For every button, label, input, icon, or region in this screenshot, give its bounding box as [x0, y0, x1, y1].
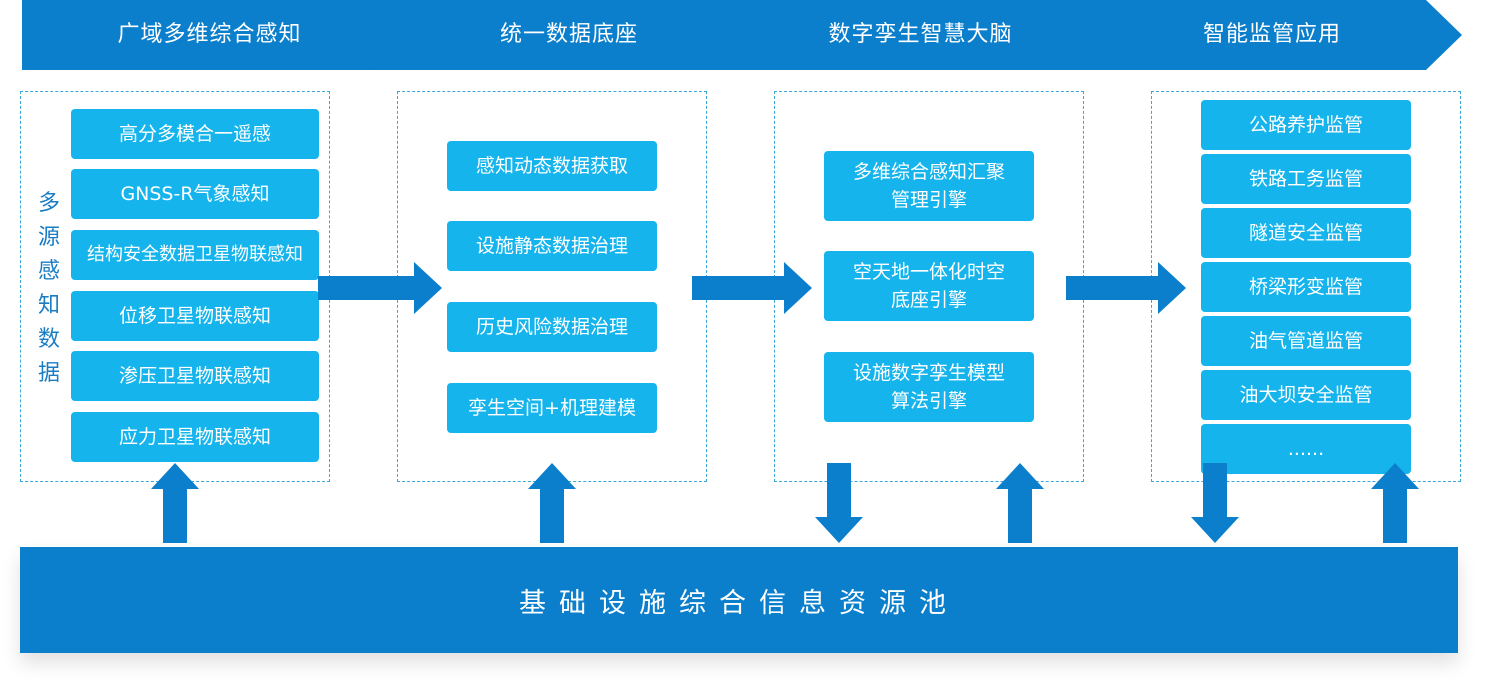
sensing-item: 高分多模合一遥感: [71, 109, 319, 159]
right-arrow-icon: [692, 262, 812, 314]
sensing-item: 位移卫星物联感知: [71, 291, 319, 341]
application-item: 隧道安全监管: [1201, 208, 1411, 258]
engine-line: 空天地一体化时空: [852, 261, 1005, 283]
side-label-char: 感: [37, 259, 60, 284]
stage-label-1: 广域多维综合感知: [117, 22, 302, 47]
application-item: 油气管道监管: [1201, 316, 1411, 366]
data-base-item: 设施静态数据治理: [447, 221, 657, 271]
resource-pool-label: 基础设施综合信息资源池: [519, 587, 959, 619]
stage-chevron-1: 广域多维综合感知: [22, 0, 420, 70]
engine-line: 管理引擎: [890, 189, 967, 211]
stage-chevron-4: 智能监管应用: [1066, 0, 1462, 70]
chevron-shape: [718, 0, 1116, 70]
panel-data-base: 感知动态数据获取 设施静态数据治理 历史风险数据治理 孪生空间+机理建模: [397, 91, 707, 482]
panel-sensing: 多 源 感 知 数 据 高分多模合一遥感 GNSS-R气象感知 结构安全数据卫星…: [20, 91, 330, 482]
up-arrow-icon: [528, 463, 576, 543]
up-arrow-icon: [996, 463, 1044, 543]
data-base-item: 感知动态数据获取: [447, 141, 657, 191]
engine-line: 设施数字孪生模型: [852, 362, 1005, 384]
application-item: 油大坝安全监管: [1201, 370, 1411, 420]
engine-line: 多维综合感知汇聚: [852, 161, 1005, 183]
side-label-char: 知: [37, 293, 60, 318]
resource-pool-bar: 基础设施综合信息资源池: [20, 547, 1458, 653]
engine-line: 算法引擎: [890, 390, 967, 412]
up-arrow-icon: [1371, 463, 1419, 543]
side-label-char: 数: [37, 327, 60, 352]
application-item: 桥梁形变监管: [1201, 262, 1411, 312]
stage-chevron-2: 统一数据底座: [370, 0, 768, 70]
engine-item: 空天地一体化时空 底座引擎: [824, 251, 1034, 321]
down-arrow-icon: [815, 463, 863, 543]
sensing-item: 结构安全数据卫星物联感知: [71, 230, 319, 280]
panel-digital-twin: 多维综合感知汇聚 管理引擎 空天地一体化时空 底座引擎 设施数字孪生模型 算法引…: [774, 91, 1084, 482]
engine-item: 多维综合感知汇聚 管理引擎: [824, 151, 1034, 221]
right-arrow-icon: [318, 262, 442, 314]
down-arrow-icon: [1191, 463, 1239, 543]
data-base-item: 孪生空间+机理建模: [447, 383, 657, 433]
engine-line: 底座引擎: [890, 289, 967, 311]
right-arrow-icon: [1066, 262, 1186, 314]
side-label-char: 据: [37, 361, 60, 386]
side-label: 多 源 感 知 数 据: [37, 187, 61, 391]
chevron-shape: [1066, 0, 1462, 70]
side-label-char: 源: [37, 225, 60, 250]
sensing-item: 应力卫星物联感知: [71, 412, 319, 462]
stage-label-4: 智能监管应用: [1202, 22, 1341, 47]
data-base-item: 历史风险数据治理: [447, 302, 657, 352]
up-arrow-icon: [151, 463, 199, 543]
stage-label-3: 数字孪生智慧大脑: [828, 22, 1013, 47]
application-item: 铁路工务监管: [1201, 154, 1411, 204]
application-item: 公路养护监管: [1201, 100, 1411, 150]
engine-item: 设施数字孪生模型 算法引擎: [824, 352, 1034, 422]
chevron-shape: [22, 0, 420, 70]
side-label-char: 多: [37, 191, 60, 216]
application-item: ......: [1201, 424, 1411, 474]
sensing-item: 渗压卫星物联感知: [71, 351, 319, 401]
stage-label-2: 统一数据底座: [499, 22, 638, 47]
stage-chevron-3: 数字孪生智慧大脑: [718, 0, 1116, 70]
chevron-shape: [370, 0, 768, 70]
sensing-item: GNSS-R气象感知: [71, 169, 319, 219]
panel-applications: 公路养护监管 铁路工务监管 隧道安全监管 桥梁形变监管 油气管道监管 油大坝安全…: [1151, 91, 1461, 482]
